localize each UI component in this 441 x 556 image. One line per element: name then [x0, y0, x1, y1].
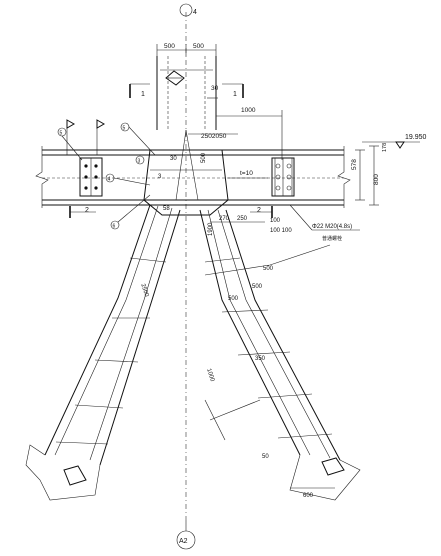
dim-100-100: 100 100 — [270, 228, 292, 234]
dim-1000-b: 1000 — [205, 368, 215, 383]
left-diagonal-leg: 2500 — [25, 204, 181, 501]
dim-2500: 2500 — [139, 283, 149, 298]
bolt-note: Φ22 M20(4.8s) 普通螺栓 — [289, 204, 360, 242]
right-dimensions: 578 800 178 19.950 — [351, 134, 427, 206]
bolt-spec: Φ22 M20(4.8s) — [312, 224, 352, 230]
top-brace — [156, 56, 217, 130]
axis-label-top: 4 — [193, 9, 197, 16]
section-1-right: 1 — [233, 91, 237, 98]
section-1-left: 1 — [141, 91, 145, 98]
left-splice-plate — [79, 157, 103, 197]
section-2-left: 2 — [85, 207, 89, 214]
elevation: 19.950 — [405, 134, 427, 141]
dim-3: 3 — [158, 174, 162, 180]
dim-500-b: 500 — [252, 284, 263, 290]
dim-1900: 1900 — [208, 222, 214, 236]
section-mark-2: 2 2 — [69, 206, 273, 218]
axis-bubble-top — [179, 3, 193, 17]
section-2-right: 2 — [257, 207, 261, 214]
dim-270: 270 — [219, 216, 230, 222]
dim-30-mid: 30 — [170, 156, 177, 162]
dim-250: 250 — [237, 216, 248, 222]
dim-600: 600 — [303, 493, 314, 499]
girder-bottom-dims: 270 250 100 100 100 1900 — [208, 216, 292, 236]
callout-flags: 5 5 — [57, 119, 156, 161]
dim-500-col: 500 — [201, 152, 207, 163]
dim-1000: 1000 — [241, 107, 256, 114]
dim-right-500: 500 — [193, 43, 204, 50]
dim-30-top: 30 — [211, 85, 219, 92]
right-splice-plate — [271, 157, 295, 197]
dim-578: 578 — [351, 159, 358, 170]
dim-left-500: 500 — [164, 43, 175, 50]
dim-100: 100 — [270, 218, 281, 224]
plate-t10: t=10 — [240, 170, 253, 177]
right-diagonal-leg: 500 500 500 1000 350 50 600 — [199, 209, 361, 501]
horizontal-girder — [35, 146, 351, 208]
central-gusset: t=10 — [143, 129, 268, 216]
callout-c: 3 — [138, 159, 141, 165]
dim-500-a: 500 — [228, 296, 239, 302]
leg-dimension-chains — [204, 244, 331, 441]
callout-d: 4 — [108, 177, 111, 183]
dim-58: 58 — [163, 206, 170, 212]
callout-a: 5 — [60, 131, 63, 137]
dim-800: 800 — [373, 174, 380, 185]
dim-2502050: 2502050 — [201, 133, 227, 140]
callout-b: 5 — [123, 126, 126, 132]
dim-178: 178 — [382, 143, 388, 152]
dim-500-c: 500 — [263, 266, 274, 272]
top-dimension: 500 500 — [156, 43, 217, 56]
gusset-callouts: 3 4 6 30 58 3 — [105, 155, 177, 230]
callout-f: 6 — [113, 224, 116, 230]
section-mark-1: 1 1 — [129, 83, 244, 98]
dim-350: 350 — [255, 356, 266, 362]
bolt-note-text: 普通螺栓 — [322, 235, 342, 242]
dim-50: 50 — [262, 454, 269, 460]
axis-label-bottom: A2 — [179, 538, 188, 545]
